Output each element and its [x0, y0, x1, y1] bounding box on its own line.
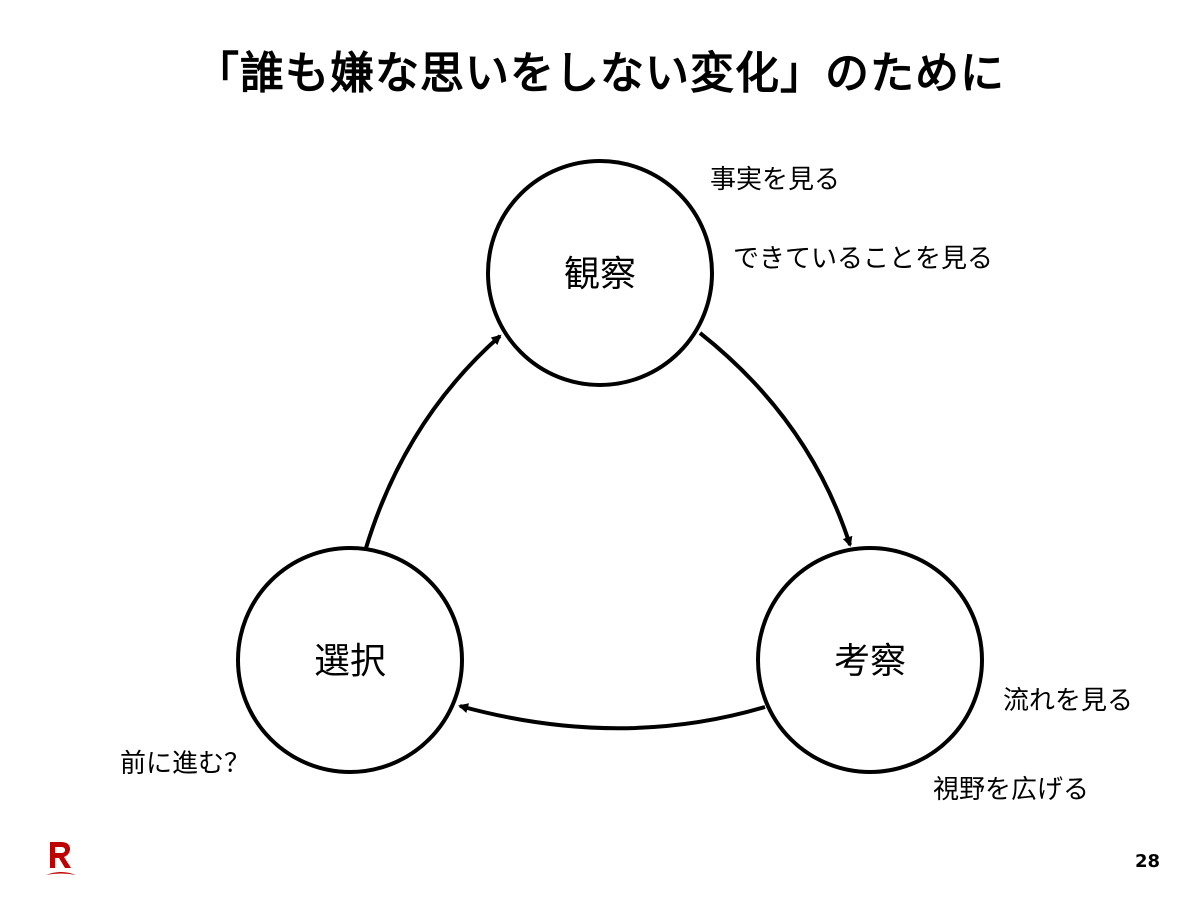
edge-consider-to-choose: [458, 703, 766, 731]
node-choose: 選択: [236, 546, 464, 774]
note-consider-flow: 流れを見る: [1003, 686, 1134, 716]
note-observe-achievements: できていることを見る: [733, 244, 994, 274]
edge-observe-to-consider: [698, 331, 853, 547]
node-consider-label: 考察: [834, 641, 906, 682]
note-choose-forward: 前に進む？: [120, 749, 251, 779]
node-observe-label: 観察: [564, 254, 636, 295]
edge-choose-to-observe: [364, 334, 502, 549]
note-observe-facts: 事実を見る: [710, 165, 841, 195]
rakuten-logo-icon: [46, 842, 76, 875]
slide-title: 「誰も嫌な思いをしない変化」のために: [195, 48, 1005, 99]
node-choose-label: 選択: [314, 641, 386, 682]
node-consider: 考察: [756, 546, 984, 774]
node-observe: 観察: [486, 159, 714, 387]
page-number: 28: [1134, 851, 1160, 872]
note-consider-perspective: 視野を広げる: [933, 775, 1090, 805]
